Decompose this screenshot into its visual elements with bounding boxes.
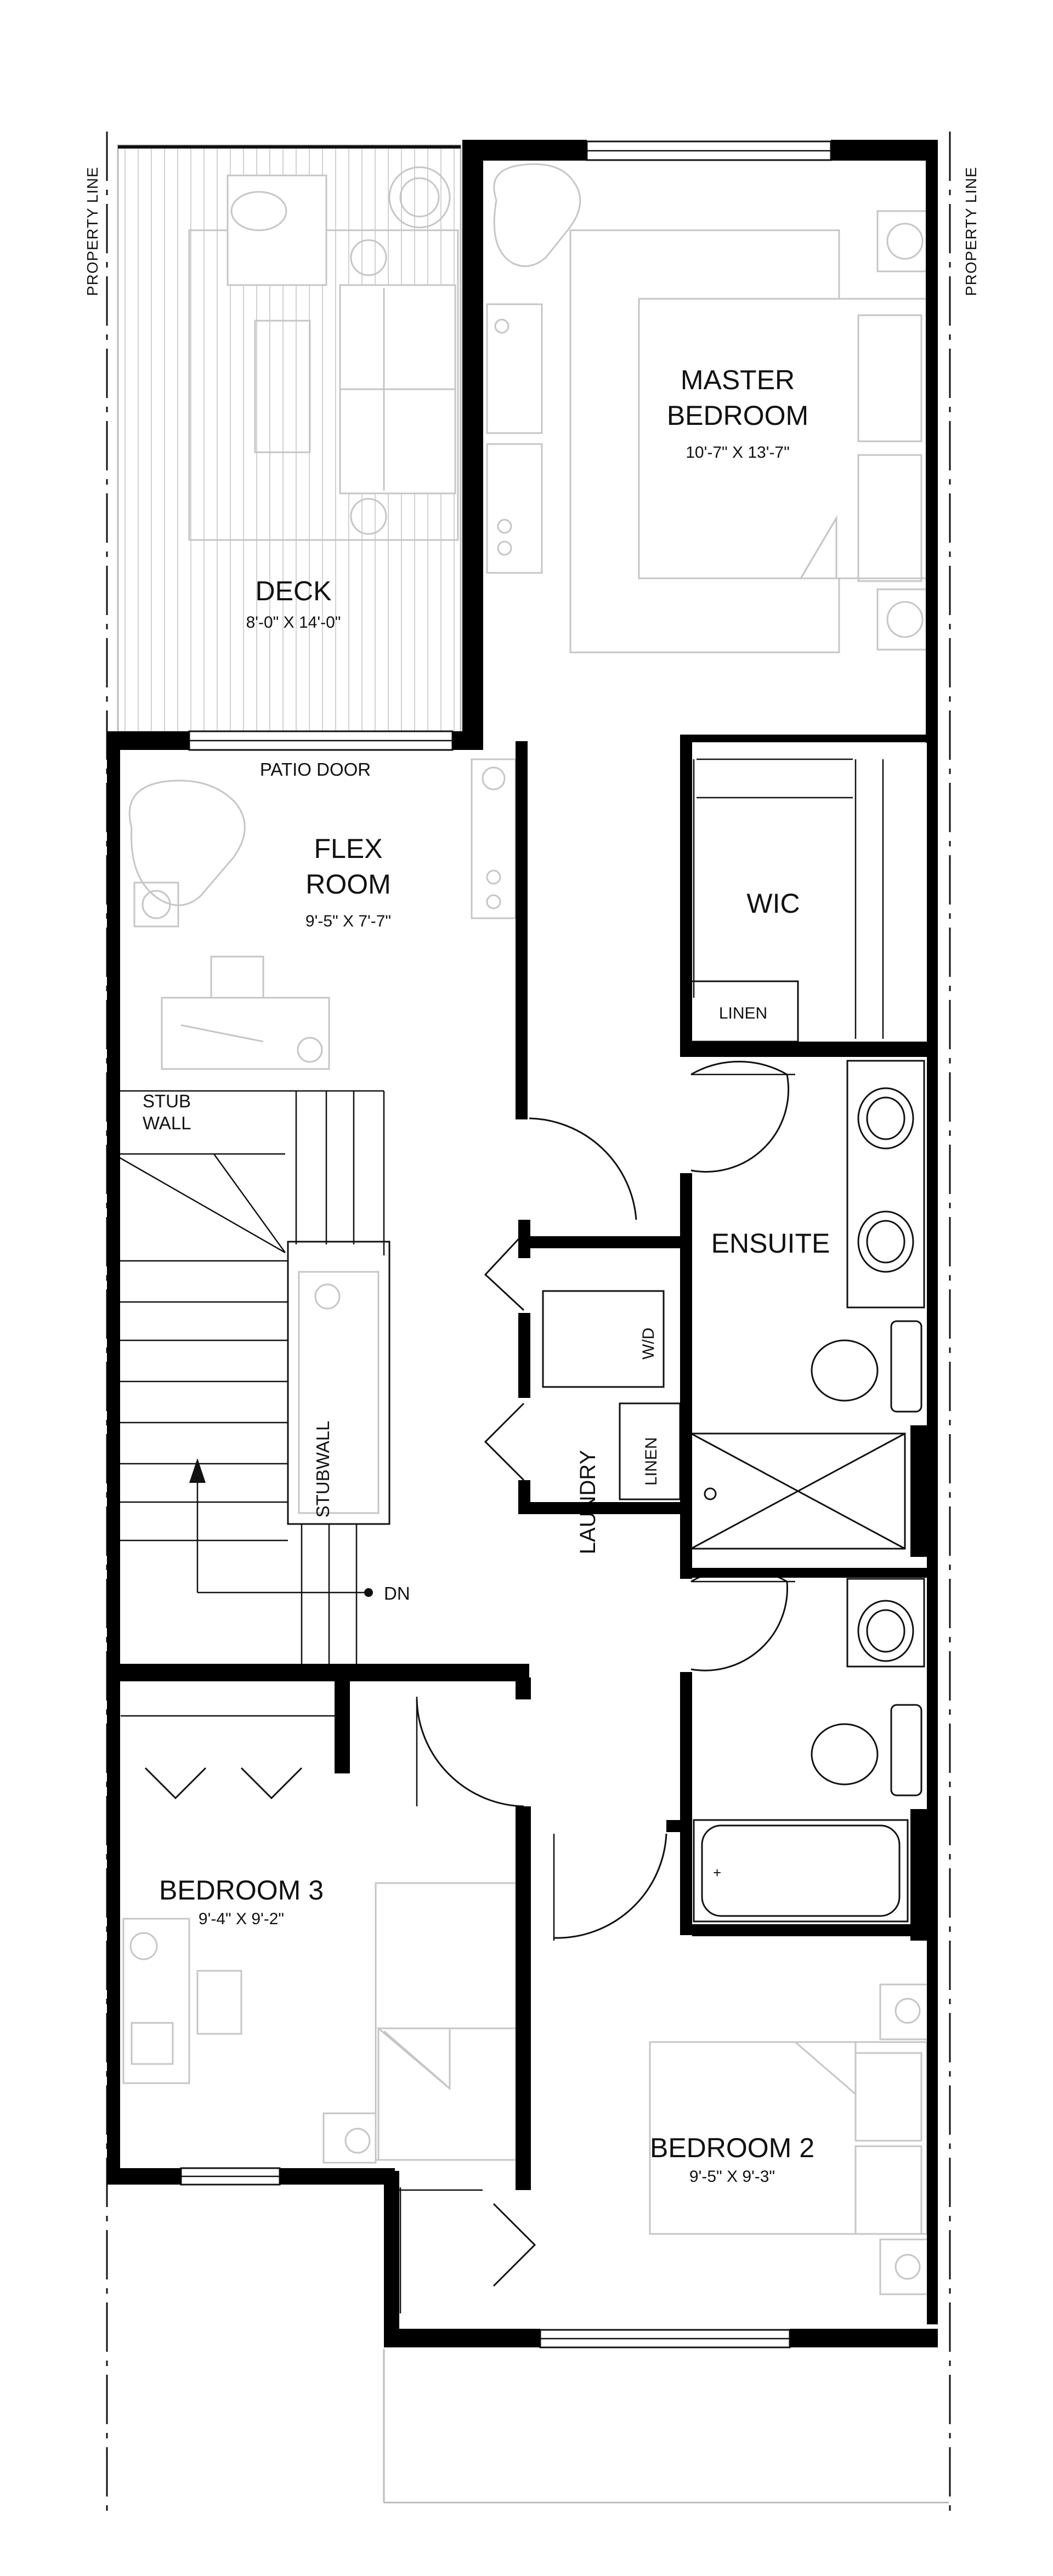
laundry-bifold-doors xyxy=(484,1232,525,1481)
bathroom-fixtures: + xyxy=(693,1578,925,1923)
deck-label: DECK xyxy=(256,576,332,606)
exterior-walls xyxy=(107,140,938,2347)
deck-area xyxy=(117,144,462,733)
washer-dryer xyxy=(542,1290,665,1388)
stub-wall-label-line2: WALL xyxy=(143,1113,191,1133)
linen-wic-label: LINEN xyxy=(719,1004,767,1022)
bedroom2-label: BEDROOM 2 xyxy=(650,2133,814,2163)
master-bedroom-label-line1: MASTER xyxy=(681,365,795,395)
flex-room-dimensions: 9'-5" X 7'-7" xyxy=(305,912,391,930)
wic-label: WIC xyxy=(746,888,800,919)
master-bedroom-furniture xyxy=(486,163,936,653)
stub-wall-label-line1: STUB xyxy=(143,1091,191,1111)
master-bedroom-label-line2: BEDROOM xyxy=(667,400,808,431)
deck-dimensions: 8'-0" X 14'-0" xyxy=(246,613,341,632)
master-bedroom-dimensions: 10'-7" X 13'-7" xyxy=(686,443,790,462)
door-swings xyxy=(416,1061,795,1941)
ensuite-label: ENSUITE xyxy=(711,1228,830,1259)
bedroom2-furniture xyxy=(395,1983,933,2313)
stairs xyxy=(117,1090,390,1672)
site-lines xyxy=(383,2349,949,2504)
patio-door-label: PATIO DOOR xyxy=(260,759,371,780)
property-line-label-right: PROPERTY LINE xyxy=(963,167,980,296)
wic-shelving xyxy=(693,758,884,1039)
dn-label: DN xyxy=(384,1583,410,1603)
flex-room-label-line2: ROOM xyxy=(305,869,391,900)
linen-laundry-label: LINEN xyxy=(642,1437,660,1486)
bedroom2-dimensions: 9'-5" X 9'-3" xyxy=(689,2168,775,2186)
bedroom3-furniture xyxy=(121,1679,519,2164)
bedroom3-label: BEDROOM 3 xyxy=(159,1875,324,1906)
wd-label: W/D xyxy=(639,1328,658,1360)
ensuite-fixtures xyxy=(690,1060,925,1550)
stubwall-label: STUBWALL xyxy=(313,1421,333,1518)
property-line-label-left: PROPERTY LINE xyxy=(84,167,101,296)
bedroom3-dimensions: 9'-4" X 9'-2" xyxy=(199,1910,284,1928)
flex-room-label-line1: FLEX xyxy=(314,833,382,864)
svg-text:+: + xyxy=(713,1864,721,1881)
